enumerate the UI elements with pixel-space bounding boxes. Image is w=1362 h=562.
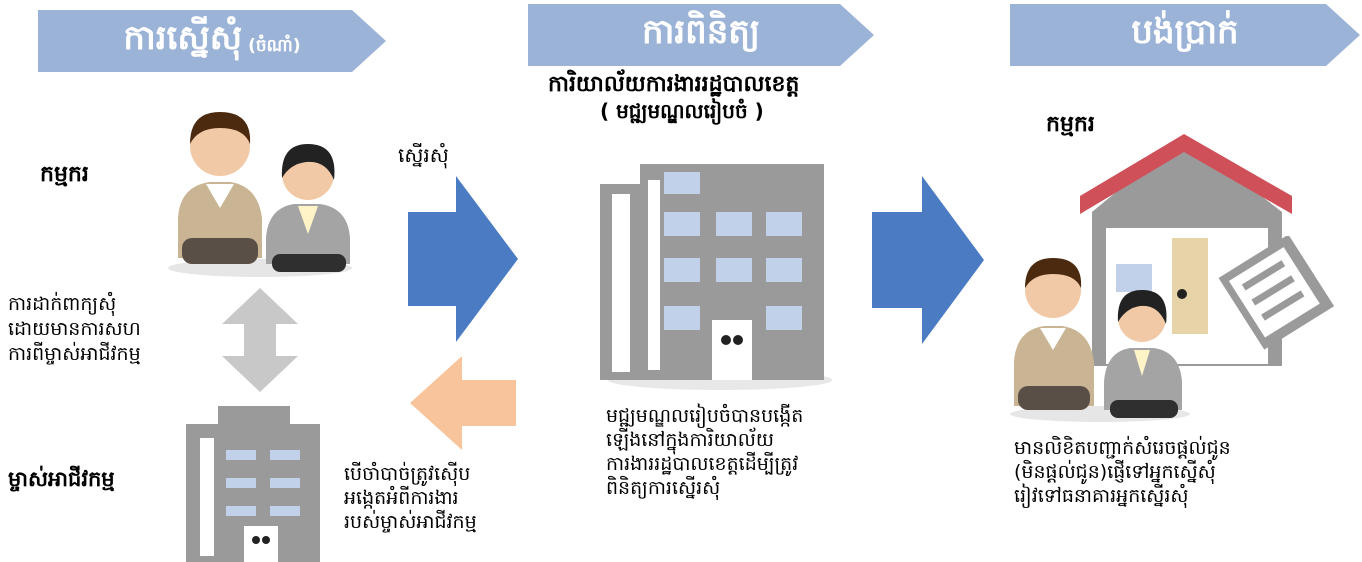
feedback-arrow-icon[interactable] [410, 356, 516, 450]
office-building-icon [600, 164, 832, 390]
banner-inspect: ការពិនិត្យ [528, 4, 874, 66]
forward-arrow-icon[interactable] [872, 176, 984, 344]
banner-pay-title: បង់ប្រាក់ [1131, 12, 1239, 52]
owner-label: ម្ចាស់អាជីវកម្ម [8, 467, 115, 491]
request-label: ស្នើរសុំ [398, 143, 449, 167]
feedback-text: បើចាំបាច់ត្រូវស៊ើប អង្កេតអំពីការងារ របស់… [344, 463, 477, 533]
workers-right-icon [1010, 258, 1190, 422]
request-arrow-icon[interactable] [408, 176, 518, 342]
banner-request: ការស្នើសុំ (ចំណាំ) [38, 10, 386, 72]
up-down-arrow-icon [222, 288, 298, 392]
worker-label-right: កម្មករ [1046, 112, 1095, 137]
worker-label-left: កម្មករ [40, 162, 89, 187]
center-text: មជ្ឍមណ្ឌលរៀបចំបានបង្កើត ឡើងនៅក្នុងការិយា… [606, 405, 804, 499]
banner-inspect-title: ការពិនិត្យ [641, 12, 761, 52]
document-icon [1218, 236, 1334, 350]
banner-request-title: ការស្នើសុំ [123, 18, 243, 58]
banner-pay: បង់ប្រាក់ [1010, 4, 1360, 66]
result-text: មានលិខិតបញ្ជាក់សំរេចផ្តល់ជូន (មិនផ្តល់ជូ… [1014, 437, 1231, 507]
banner-request-sub: (ចំណាំ) [248, 35, 301, 56]
office-title: ការិយាល័យការងាររដ្ឋបាលខេត្ត [548, 72, 800, 97]
business-building-icon [186, 406, 320, 562]
workers-icon [168, 112, 352, 277]
office-sub: ( មជ្ឍមណ្ឌលរៀបចំ ) [600, 99, 764, 123]
apply-text: ការដាក់ពាក្យសុំ ដោយមានការសហ ការពីម្ចាស់អ… [8, 293, 141, 365]
